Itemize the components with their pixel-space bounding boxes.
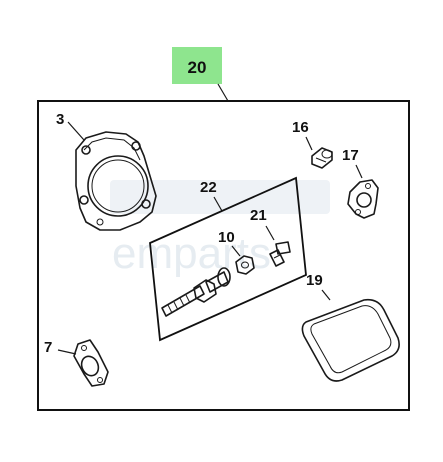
part-10[interactable]: 10 — [218, 229, 255, 275]
part-19-label: 19 — [306, 272, 323, 289]
flange-gasket-icon — [73, 339, 109, 387]
watermark: emparts — [110, 180, 330, 278]
stud-subkit-icon — [161, 267, 231, 317]
part-17[interactable]: 17 — [342, 147, 379, 219]
part-21-leader — [265, 225, 275, 241]
part-22-leader — [213, 196, 223, 212]
part-7-label: 7 — [44, 339, 52, 356]
part-10-label: 10 — [218, 229, 235, 246]
watermark-logo-bar — [110, 180, 330, 214]
kit-badge-label: 20 — [188, 58, 207, 77]
part-21[interactable]: 21 — [250, 207, 291, 267]
part-10-leader — [231, 245, 241, 257]
part-22-label: 22 — [200, 179, 217, 196]
bushing-icon — [311, 147, 333, 169]
part-16[interactable]: 16 — [292, 119, 333, 169]
kit-badge-background — [172, 47, 222, 84]
part-3[interactable]: 3 — [56, 111, 157, 231]
subkit-frame — [149, 176, 307, 342]
part-16-label: 16 — [292, 119, 309, 136]
kit-badge[interactable]: 20 — [172, 47, 222, 84]
cylinder-head-gasket-icon — [75, 131, 157, 231]
watermark-text: emparts — [112, 229, 271, 278]
part-7-leader — [57, 349, 77, 355]
nut-icon — [235, 255, 255, 275]
part-16-leader — [305, 136, 313, 151]
part-19[interactable]: 19 — [301, 272, 400, 382]
kit-frame — [37, 100, 410, 411]
intake-gasket-icon — [347, 179, 379, 219]
part-17-label: 17 — [342, 147, 359, 164]
part-3-label: 3 — [56, 111, 64, 128]
kit-leader-line — [217, 83, 229, 102]
cover-gasket-icon — [301, 298, 400, 382]
part-21-label: 21 — [250, 207, 267, 224]
part-19-leader — [321, 289, 331, 301]
part-17-leader — [355, 164, 363, 179]
part-7[interactable]: 7 — [44, 339, 109, 387]
screw-icon — [269, 241, 291, 267]
part-22[interactable]: 22 — [149, 176, 307, 342]
part-3-leader — [67, 121, 85, 141]
